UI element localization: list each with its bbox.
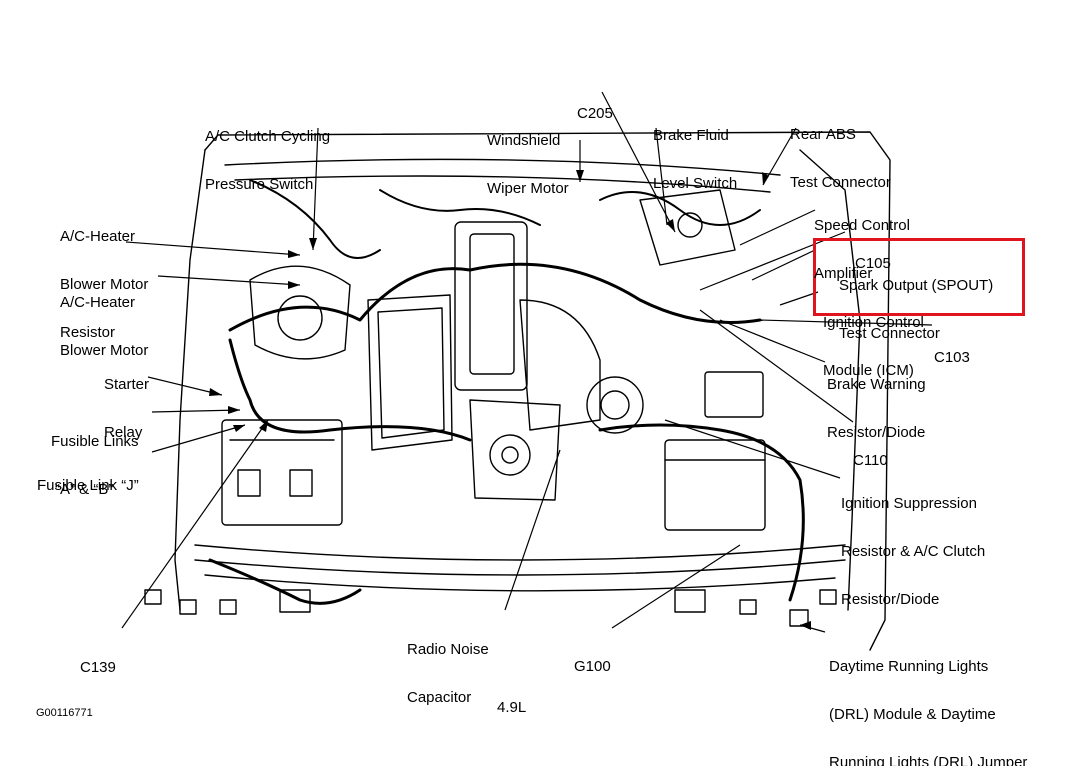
label-g100: G100 bbox=[574, 658, 611, 675]
label-ac-heater-blower-motor: A/C-Heater Blower Motor bbox=[60, 294, 149, 359]
label-ac-heater-blower-motor-resistor: A/C-Heater Blower Motor Resistor bbox=[60, 228, 149, 341]
engine-front bbox=[469, 399, 561, 501]
label-c139: C139 bbox=[80, 659, 116, 676]
arrow-heads bbox=[209, 170, 811, 630]
master-cylinder bbox=[639, 189, 736, 266]
label-c103: C103 bbox=[934, 349, 970, 366]
wiring-harness bbox=[228, 262, 762, 332]
battery bbox=[221, 419, 343, 526]
distributor bbox=[586, 376, 644, 434]
label-fusible-links-a-b: Fusible Links “A” & “B” bbox=[51, 433, 139, 498]
label-starter-relay: Starter Relay bbox=[104, 376, 150, 441]
fuse-box bbox=[664, 439, 766, 531]
label-ac-clutch-cycling-pressure-switch: A/C Clutch Cycling Pressure Switch bbox=[205, 128, 331, 193]
label-speed-control-amplifier: Speed Control Amplifier bbox=[814, 217, 910, 282]
icm-box bbox=[704, 371, 764, 418]
figure-code: G00116771 bbox=[36, 707, 93, 719]
label-brake-fluid-level-switch: Brake Fluid Level Switch bbox=[653, 127, 738, 192]
label-rear-abs-test-connector: Rear ABS Test Connector bbox=[790, 126, 891, 191]
label-ignition-control-module: Ignition Control Module (ICM) bbox=[823, 314, 924, 379]
valve-cover bbox=[367, 294, 453, 451]
label-spout-test-connector: Spark Output (SPOUT) Test Connector bbox=[839, 277, 994, 342]
air-cleaner bbox=[454, 221, 528, 391]
leader-lines bbox=[121, 91, 933, 633]
highlight-box-spout-icm bbox=[813, 238, 1025, 316]
radiator-support bbox=[194, 544, 846, 561]
fender-outline bbox=[204, 131, 891, 651]
label-c105: C105 bbox=[855, 255, 891, 272]
left-fender bbox=[174, 149, 206, 611]
label-radio-noise-capacitor: Radio Noise Capacitor bbox=[407, 641, 489, 706]
label-brake-warning-resistor-diode: Brake Warning Resistor/Diode bbox=[827, 376, 926, 441]
label-fusible-link-j: Fusible Link “J” bbox=[37, 477, 139, 494]
label-windshield-wiper-motor: Windshield Wiper Motor bbox=[487, 132, 569, 197]
right-fender bbox=[799, 149, 861, 611]
label-engine-size: 4.9L bbox=[497, 699, 527, 716]
blower-housing bbox=[249, 265, 351, 360]
cowl bbox=[224, 158, 781, 176]
label-c205: C205 bbox=[577, 105, 613, 122]
label-daytime-running-lights: Daytime Running Lights (DRL) Module & Da… bbox=[829, 658, 1028, 766]
label-ignition-suppression-resistor: Ignition Suppression Resistor & A/C Clut… bbox=[841, 495, 986, 608]
intake bbox=[519, 299, 601, 431]
label-c110: C110 bbox=[853, 452, 888, 469]
